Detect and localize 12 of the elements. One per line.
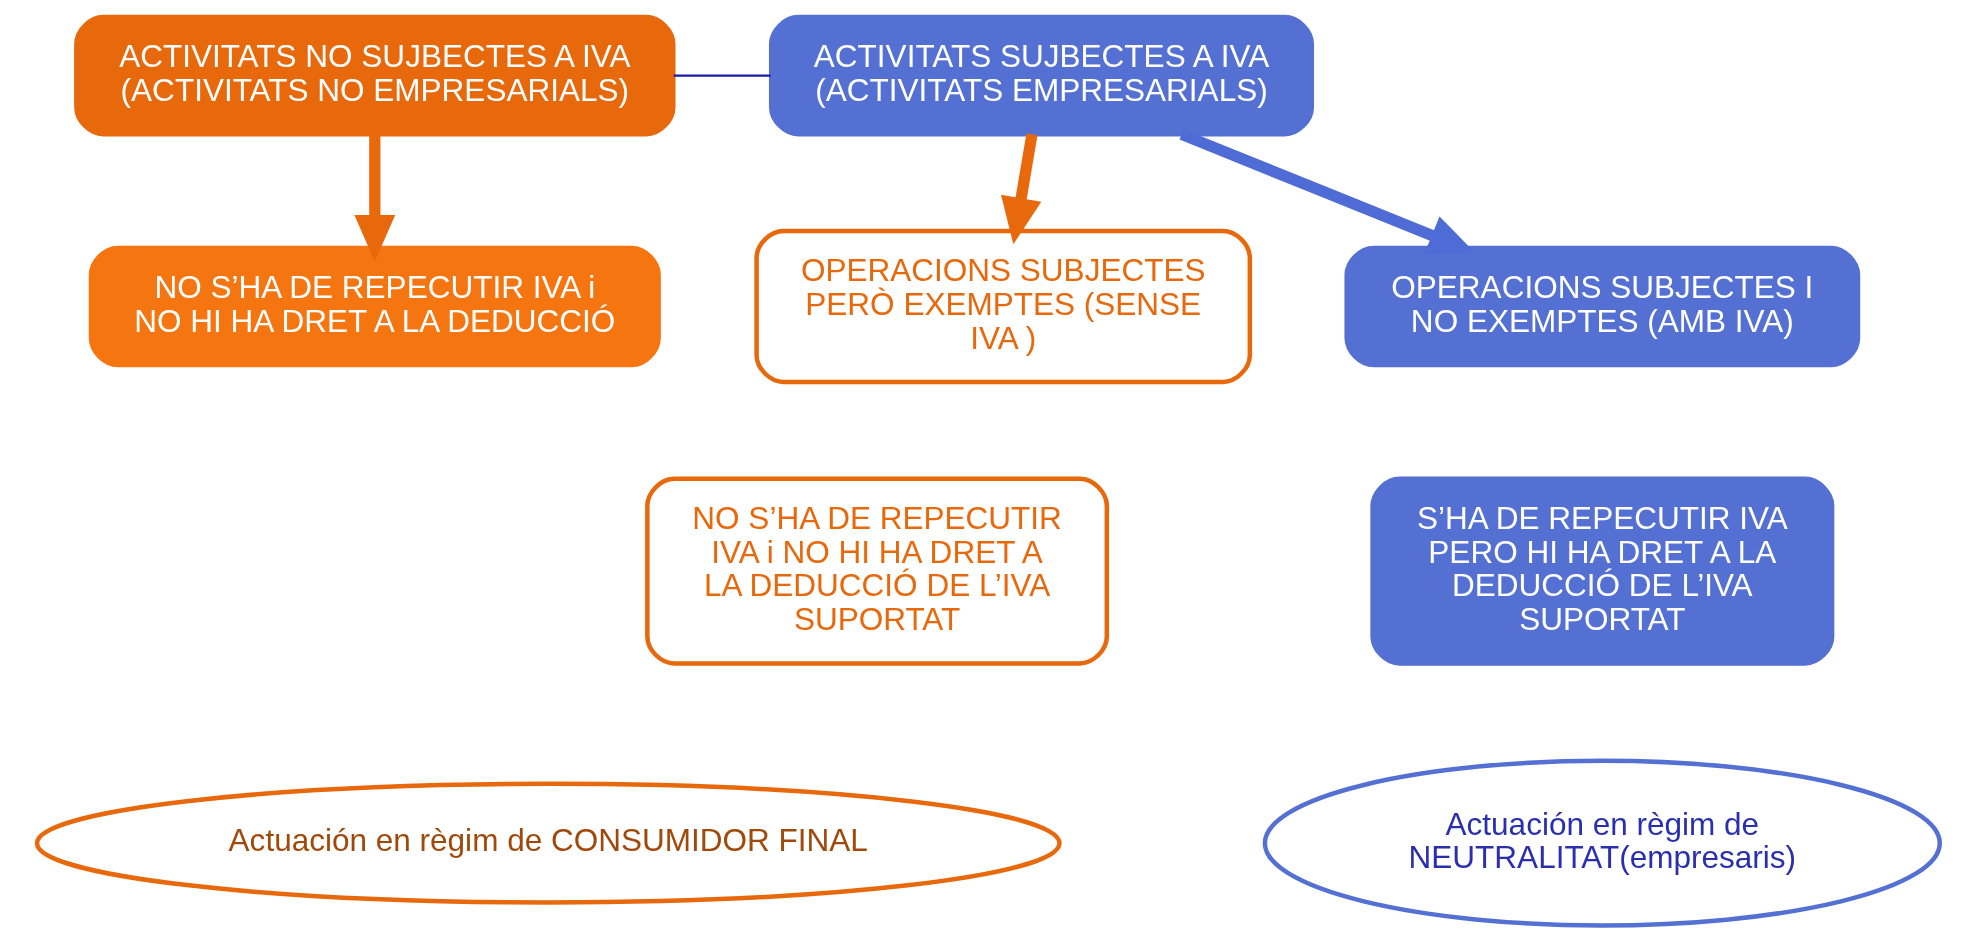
node-ellipse: Actuación en règim de NEUTRALITAT(empresaris) [1262, 758, 1942, 928]
node-box: S’HA DE REPECUTIR IVA PERO HI HA DRET A LA DEDUCCIÓ DE L’IVA SUPORTAT [1370, 476, 1835, 666]
node-box: NO S’HA DE REPECUTIR IVA i NO HI HA DRET A LA DEDUCCIÓ DE L’IVA SUPORTAT [645, 476, 1110, 666]
node-box: OPERACIONS SUBJECTES PERÒ EXEMPTES (SENSE IVA ) [754, 228, 1253, 385]
node-box: OPERACIONS SUBJECTES I NO EXEMPTES (AMB IVA) [1344, 245, 1861, 368]
connector [673, 74, 771, 77]
node-box: ACTIVITATS SUJBECTES A IVA (ACTIVITATS EMPRESARIALS) [769, 14, 1315, 137]
node-box: NO S’HA DE REPECUTIR IVA i NO HI HA DRET A LA DEDUCCIÓ [88, 245, 661, 368]
arrow [354, 134, 396, 262]
arrow [1001, 133, 1042, 245]
node-ellipse: Actuación en règim de CONSUMIDOR FINAL [34, 781, 1062, 905]
node-box: ACTIVITATS NO SUJBECTES A IVA (ACTIVITATS NO EMPRESARIALS) [74, 14, 676, 137]
